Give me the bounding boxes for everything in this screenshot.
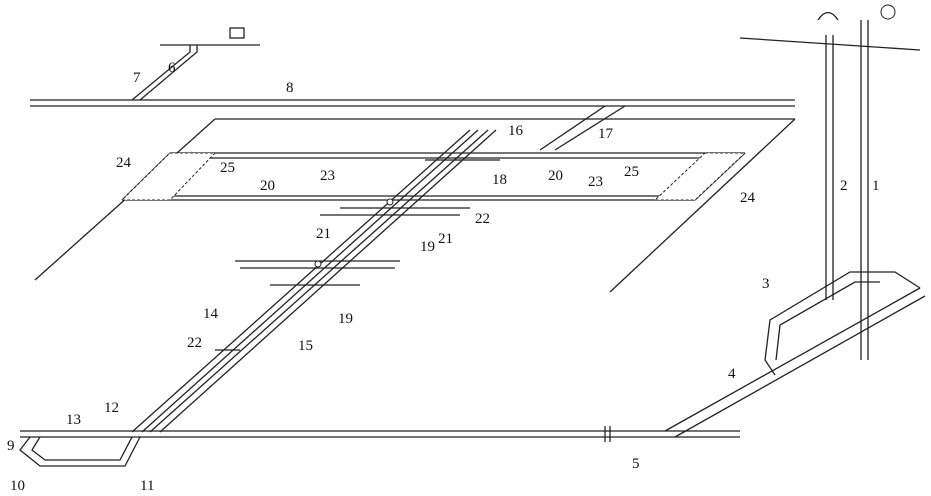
label-22: 22: [475, 211, 490, 227]
label-9: 9: [7, 438, 15, 454]
label-23: 23: [320, 168, 335, 184]
inclined-shaft-7: [131, 27, 260, 101]
label-25: 25: [220, 160, 235, 176]
label-23: 23: [588, 174, 603, 190]
goaf-left: [120, 152, 217, 201]
label-24: 24: [116, 155, 132, 171]
label-6: 6: [168, 60, 176, 76]
label-22: 22: [187, 335, 202, 351]
label-16: 16: [508, 123, 524, 139]
label-1: 1: [872, 178, 880, 194]
label-19: 19: [338, 311, 353, 327]
label-18: 18: [492, 172, 507, 188]
roadway-8: [30, 99, 795, 107]
label-21: 21: [438, 231, 453, 247]
label-11: 11: [140, 478, 154, 494]
label-7: 7: [133, 70, 141, 86]
label-20: 20: [548, 168, 563, 184]
label-8: 8: [286, 80, 294, 96]
working-face: [120, 152, 747, 201]
label-13: 13: [66, 412, 81, 428]
shafts: [739, 4, 921, 360]
label-10: 10: [10, 478, 25, 494]
label-19: 19: [420, 239, 435, 255]
label-2: 2: [840, 178, 848, 194]
label-12: 12: [104, 400, 119, 416]
roadway-5: [19, 426, 740, 467]
label-25: 25: [624, 164, 639, 180]
label-14: 14: [203, 306, 219, 322]
label-24: 24: [740, 190, 756, 206]
ramp-4: [664, 271, 926, 438]
label-17: 17: [598, 126, 614, 142]
label-4: 4: [728, 366, 736, 382]
goaf-right: [653, 152, 747, 201]
label-20: 20: [260, 178, 275, 194]
label-15: 15: [298, 338, 313, 354]
label-5: 5: [632, 456, 640, 472]
central-inclines: [131, 129, 500, 433]
label-21: 21: [316, 226, 331, 242]
label-3: 3: [762, 276, 770, 292]
